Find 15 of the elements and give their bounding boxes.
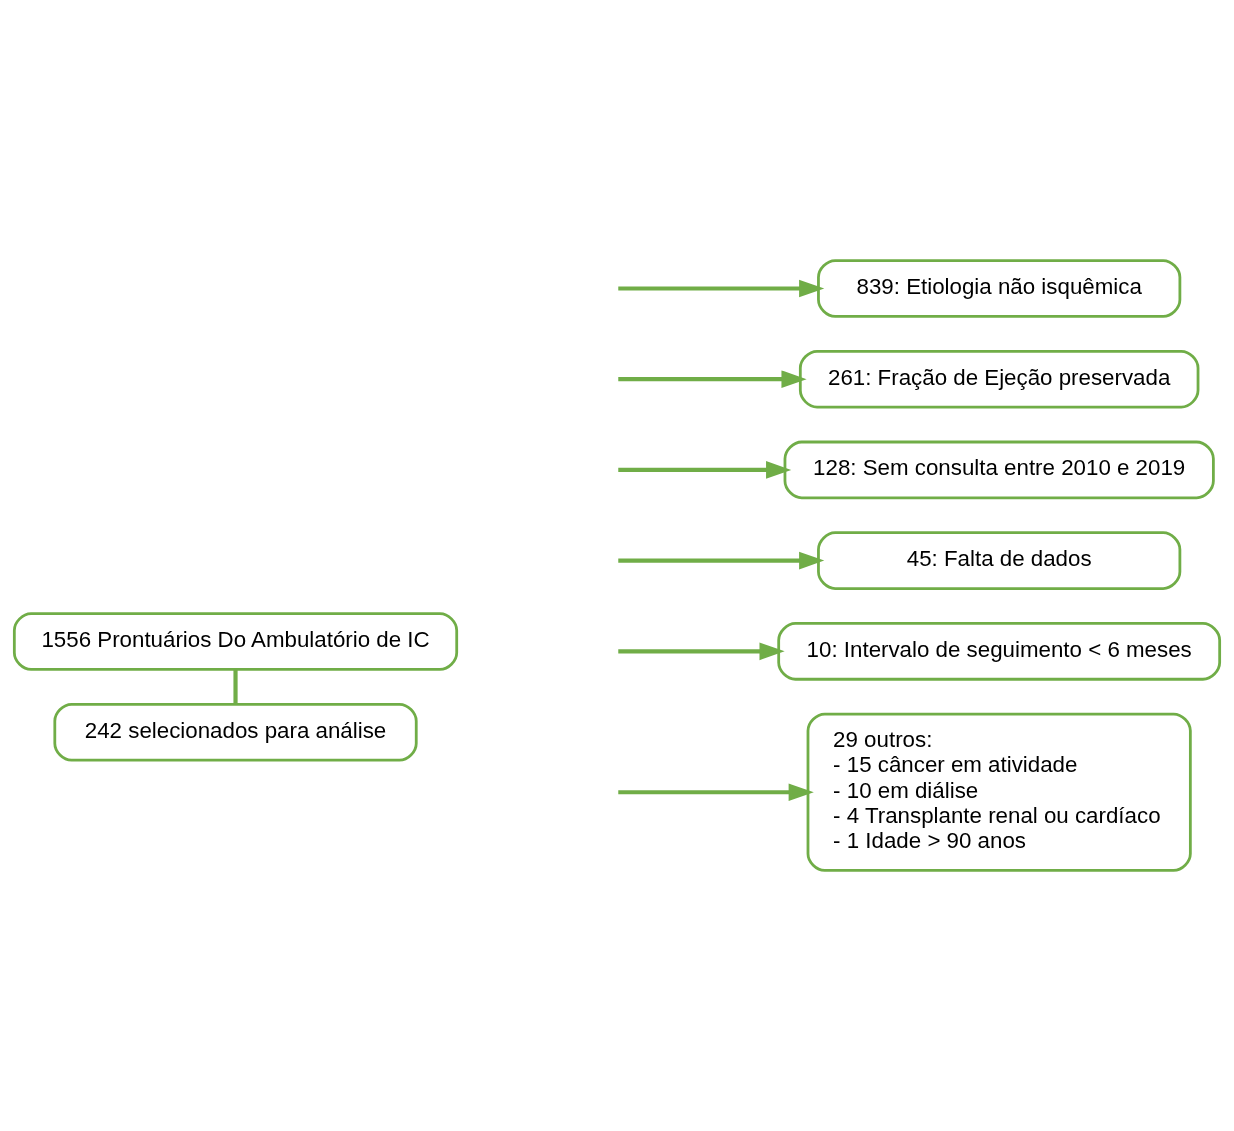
node-box: 839: Etiologia não isquêmica <box>817 259 1182 318</box>
node-box: 242 selecionados para análise <box>53 702 418 762</box>
node-box: 1556 Prontuários Do Ambulatório de IC <box>12 612 459 671</box>
arrow <box>618 370 807 388</box>
node-box: 10: Intervalo de seguimento < 6 meses <box>777 622 1222 681</box>
arrow <box>618 279 825 298</box>
arrow <box>618 551 825 570</box>
node-box: 128: Sem consulta entre 2010 e 2019 <box>783 440 1215 500</box>
node-box: 261: Fração de Ejeção preservada <box>798 349 1200 409</box>
connector <box>233 669 238 705</box>
node-box: 45: Falta de dados <box>817 531 1182 590</box>
arrow <box>618 642 785 661</box>
node-box: 29 outros: - 15 câncer em atividade - 10 em diálise - 4 Transplante renal ou cardíaco - 1 Idade > 90 anos <box>806 712 1192 872</box>
arrow <box>618 461 792 479</box>
arrow <box>618 783 814 802</box>
